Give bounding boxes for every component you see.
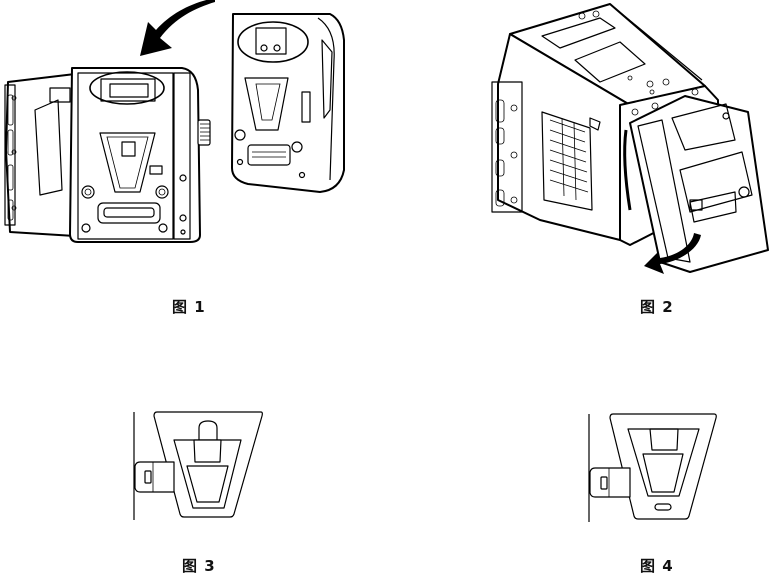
highlight-ellipse-plate	[237, 21, 309, 63]
figure-3-caption: 图 3	[182, 557, 216, 575]
figure-1-illustration	[4, 0, 345, 243]
tilt-arrow-icon	[644, 233, 701, 274]
figure-4	[575, 400, 735, 530]
figure-3-illustration	[133, 411, 263, 520]
figure-2	[480, 0, 775, 290]
highlight-ellipse-camera	[89, 71, 165, 105]
figure-3	[120, 400, 280, 530]
figure-4-caption: 图 4	[640, 557, 674, 575]
figure-2-caption: 图 2	[640, 298, 674, 316]
figure-1-caption: 图 1	[172, 298, 206, 316]
figure-2-illustration	[491, 3, 769, 274]
attach-arrow-icon	[140, 0, 215, 56]
figure-1	[0, 0, 360, 250]
figure-4-illustration	[588, 413, 717, 522]
